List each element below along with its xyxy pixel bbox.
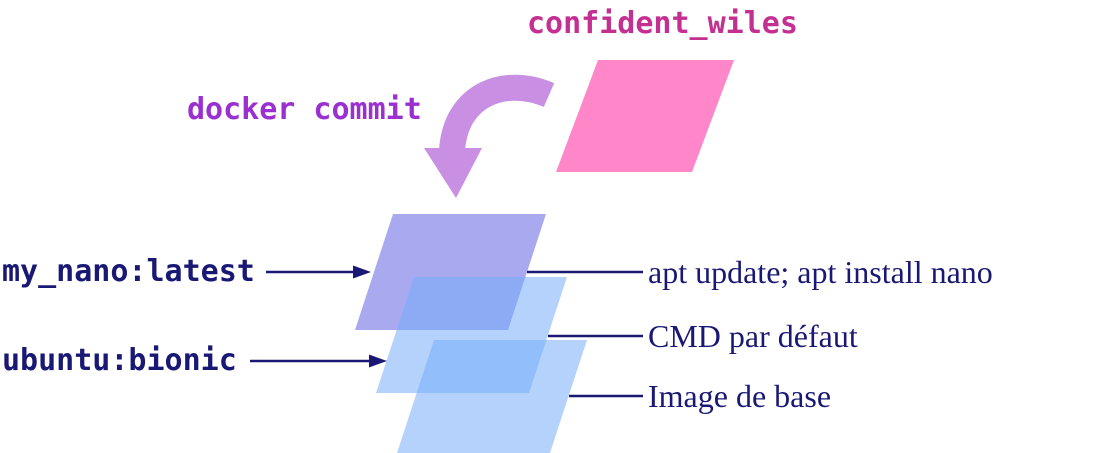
layer-bottom-shape [396,340,587,453]
commit-arrowhead [424,148,482,198]
container-shape [556,60,734,172]
tag-ubuntu-arrowhead [369,354,387,368]
commit-arrow [439,74,555,152]
docker-commit-label: docker commit [187,92,422,127]
container-name-label: confident_wiles [527,6,798,41]
annotation-base-image: Image de base [648,378,832,414]
tag-ubuntu-label: ubuntu:bionic [2,343,237,378]
annotation-apt-install: apt update; apt install nano [648,254,993,290]
tag-my-nano-arrowhead [353,265,371,279]
annotation-cmd-default: CMD par défaut [648,318,858,354]
tag-my-nano-label: my_nano:latest [2,254,255,289]
